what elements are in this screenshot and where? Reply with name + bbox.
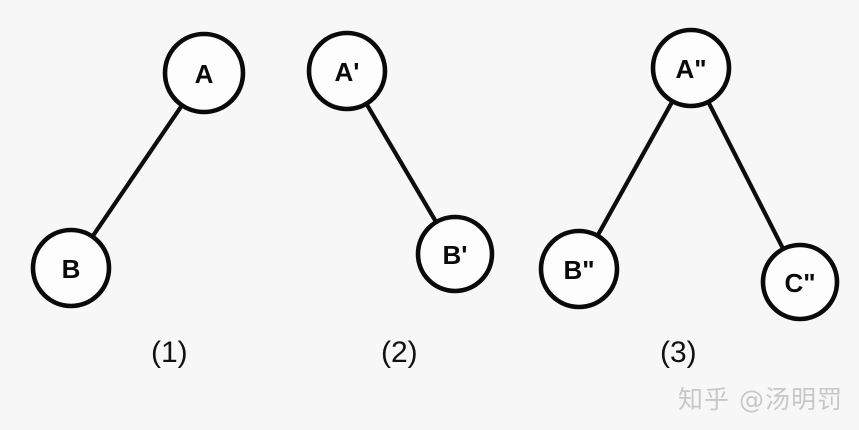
node-label-Bpp: B"	[563, 255, 594, 285]
node-label-A: A	[195, 59, 214, 89]
node-label-B: B	[62, 254, 81, 284]
node-circle-Ap[interactable]	[306, 30, 388, 112]
node-circle-A[interactable]	[162, 31, 246, 115]
graph-node-Bp[interactable]: B'	[415, 214, 495, 294]
node-circle-Bp[interactable]	[415, 214, 495, 294]
nodes-layer: A B A' B' A" B" C"	[30, 27, 840, 322]
caption-diagram-2: (2)	[381, 336, 418, 369]
watermark: 知乎 @汤明罚	[678, 380, 843, 416]
graph-node-Cpp[interactable]: C"	[760, 242, 840, 322]
graph-node-Bpp[interactable]: B"	[538, 228, 620, 310]
node-circle-B[interactable]	[30, 227, 112, 309]
zhihu-handle-text: @汤明罚	[738, 385, 843, 414]
graph-edge-A-B	[89, 102, 185, 240]
graph-node-B[interactable]: B	[30, 227, 112, 309]
node-circle-Cpp[interactable]	[760, 242, 840, 322]
graph-node-A[interactable]: A	[162, 31, 246, 115]
graph-edge-App-Cpp	[705, 98, 786, 253]
node-circle-App[interactable]	[650, 27, 732, 109]
graph-node-App[interactable]: A"	[650, 27, 732, 109]
zhihu-brand-text: 知乎	[677, 385, 730, 414]
graph-node-Ap[interactable]: A'	[306, 30, 388, 112]
node-circle-Bpp[interactable]	[538, 228, 620, 310]
caption-diagram-3: (3)	[660, 336, 697, 369]
node-label-Cpp: C"	[784, 268, 815, 298]
edges-layer	[89, 98, 786, 253]
node-label-App: A"	[675, 54, 706, 84]
node-label-Ap: A'	[335, 57, 360, 87]
caption-diagram-1: (1)	[151, 336, 188, 369]
node-label-Bp: B'	[443, 240, 468, 270]
graph-edge-Ap-Bp	[363, 100, 439, 226]
graph-edge-App-Bpp	[594, 98, 676, 239]
